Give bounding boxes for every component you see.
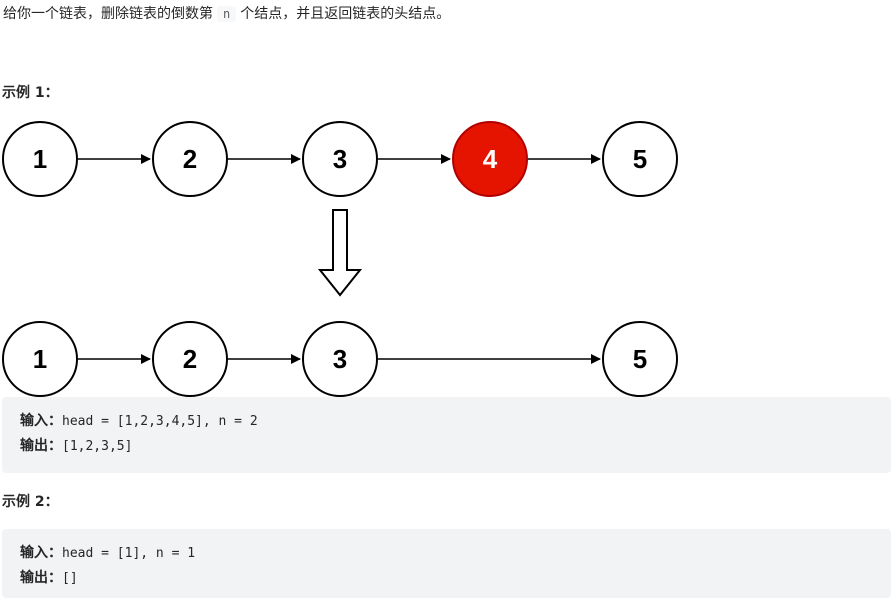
output-value: [] xyxy=(62,571,78,586)
example-2-code-block: 输入：head = [1], n = 1 输出：[] xyxy=(2,529,891,598)
input-line: 输入：head = [1,2,3,4,5], n = 2 xyxy=(20,409,891,434)
node-value: 2 xyxy=(183,144,197,174)
list-node: 5 xyxy=(602,321,678,397)
input-value: head = [1,2,3,4,5], n = 2 xyxy=(62,414,258,429)
input-label: 输入： xyxy=(20,413,62,429)
down-arrow-icon xyxy=(317,209,363,297)
list-node: 2 xyxy=(152,321,228,397)
list-node: 3 xyxy=(302,121,378,197)
example-1-code-block: 输入：head = [1,2,3,4,5], n = 2 输出：[1,2,3,5… xyxy=(2,397,891,473)
input-line: 输入：head = [1], n = 1 xyxy=(20,541,891,566)
list-node: 5 xyxy=(602,121,678,197)
list-node: 3 xyxy=(302,321,378,397)
node-value: 1 xyxy=(33,144,47,174)
node-value: 5 xyxy=(633,344,647,374)
node-value: 3 xyxy=(333,344,347,374)
problem-text-before: 给你一个链表，删除链表的倒数第 xyxy=(3,6,213,22)
problem-text-after: 个结点，并且返回链表的头结点。 xyxy=(240,6,451,22)
list-node: 1 xyxy=(2,321,78,397)
original-list: 1 2 3 4 5 xyxy=(2,121,678,197)
node-value: 3 xyxy=(333,144,347,174)
node-value: 4 xyxy=(483,144,498,174)
node-value: 5 xyxy=(633,144,647,174)
linked-list-diagram: 1 2 3 4 5 1 2 xyxy=(2,121,678,397)
input-label: 输入： xyxy=(20,545,62,561)
list-node: 2 xyxy=(152,121,228,197)
output-value: [1,2,3,5] xyxy=(62,439,133,454)
result-list: 1 2 3 5 xyxy=(2,321,678,397)
inline-code-n: n xyxy=(217,6,237,22)
example-2-heading: 示例 2： xyxy=(2,494,59,510)
removed-node: 4 xyxy=(452,121,528,197)
output-label: 输出： xyxy=(20,438,62,454)
node-value: 1 xyxy=(33,344,47,374)
input-value: head = [1], n = 1 xyxy=(62,546,196,561)
output-line: 输出：[1,2,3,5] xyxy=(20,434,891,459)
output-line: 输出：[] xyxy=(20,566,891,591)
node-value: 2 xyxy=(183,344,197,374)
example-1-heading: 示例 1： xyxy=(2,85,59,101)
list-node: 1 xyxy=(2,121,78,197)
output-label: 输出： xyxy=(20,570,62,586)
